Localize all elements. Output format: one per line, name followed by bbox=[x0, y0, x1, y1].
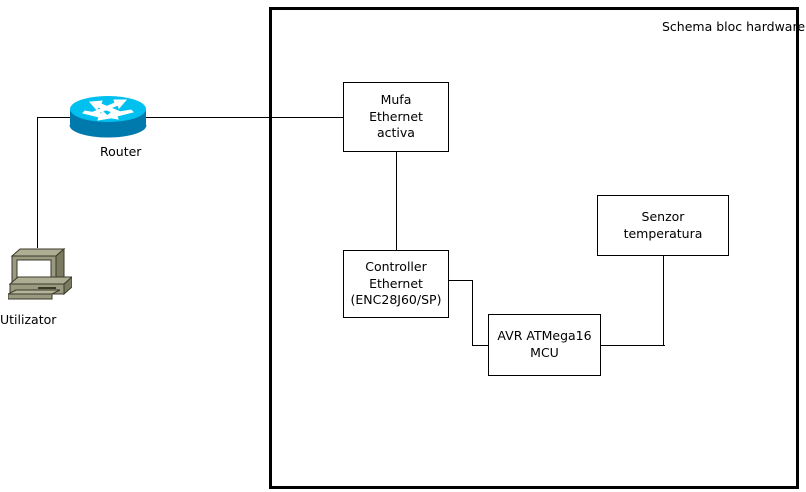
node-avr-atmega16-mcu[interactable]: AVR ATMega16 MCU bbox=[488, 314, 601, 376]
edge-avr-senzor-vertical bbox=[663, 256, 665, 346]
hardware-frame bbox=[269, 7, 799, 489]
node-senzor-temperatura[interactable]: Senzor temperatura bbox=[597, 195, 729, 256]
frame-title: Schema bloc hardware bbox=[662, 19, 806, 34]
edge-router-mufa-horizontal bbox=[37, 117, 343, 119]
node-controller-ethernet[interactable]: Controller Ethernet (ENC28J60/SP) bbox=[343, 250, 449, 318]
node-avr-label: AVR ATMega16 MCU bbox=[497, 328, 592, 360]
edge-mufa-controller-vertical bbox=[396, 152, 398, 251]
edge-controller-avr-horizontal-2 bbox=[472, 345, 489, 347]
edge-controller-avr-horizontal-1 bbox=[449, 280, 473, 282]
router-icon[interactable] bbox=[69, 93, 147, 140]
node-senzor-label: Senzor temperatura bbox=[623, 208, 703, 241]
computer-icon-svg bbox=[7, 247, 74, 300]
utilizator-label: Utilizator bbox=[0, 312, 57, 327]
node-controller-label: Controller Ethernet (ENC28J60/SP) bbox=[350, 258, 442, 308]
edge-controller-avr-vertical bbox=[472, 280, 474, 345]
router-icon-svg bbox=[69, 96, 147, 138]
computer-icon[interactable] bbox=[7, 243, 74, 303]
router-label: Router bbox=[100, 144, 142, 159]
node-mufa-ethernet-activa[interactable]: Mufa Ethernet activa bbox=[343, 82, 449, 152]
edge-utilizator-router-vertical bbox=[37, 117, 39, 248]
node-mufa-label: Mufa Ethernet activa bbox=[369, 91, 423, 141]
edge-avr-senzor-horizontal bbox=[601, 345, 665, 347]
